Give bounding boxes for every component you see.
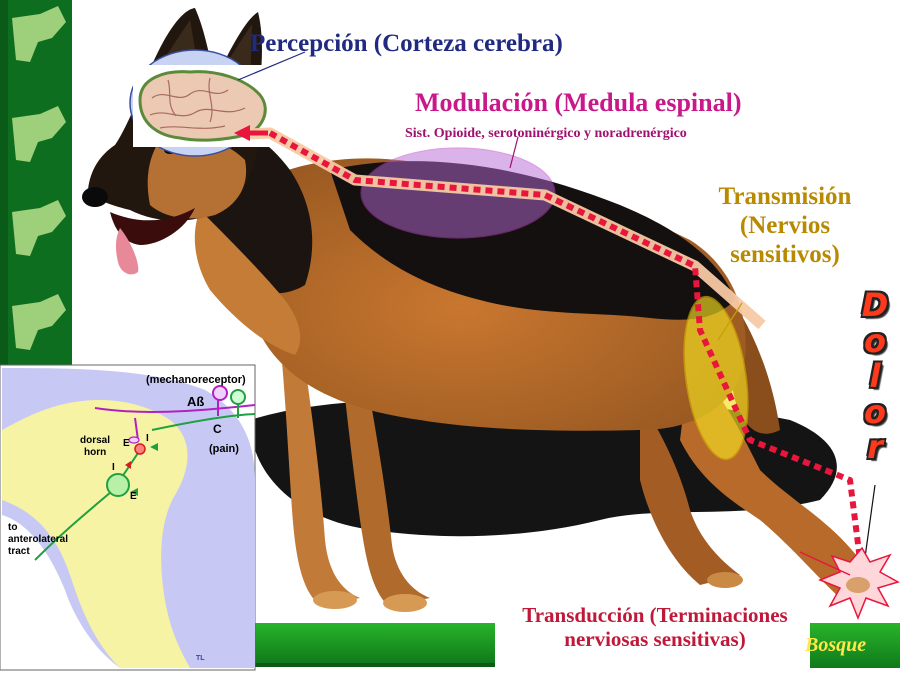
transduction-starburst	[817, 546, 900, 621]
dolor-letter: r	[867, 428, 883, 466]
transduccion-line-2: nerviosas sensitivas)	[564, 627, 746, 652]
inset-horn-label: horn	[84, 447, 106, 458]
inset-pain-label: (pain)	[209, 443, 239, 455]
modulacion-subtitle: Sist. Opioide, serotoninérgico y noradre…	[405, 126, 687, 141]
modulacion-label: Modulación (Medula espinal)	[415, 88, 742, 117]
transmision-label: Transmisión (Nervios sensitivos)	[700, 183, 870, 269]
modulacion-pointer	[509, 136, 519, 169]
dolor-letter: o	[864, 392, 886, 431]
transmision-pointer	[717, 302, 743, 341]
grass-strip-right	[810, 623, 900, 668]
dolor-letter: D	[861, 286, 889, 324]
grass-strip-left	[255, 623, 495, 663]
inset-e-top-label: E	[123, 438, 130, 449]
inset-e-bottom-label: E	[130, 491, 137, 502]
transmision-line-1: Transmisión	[718, 183, 852, 210]
transduccion-line-1: Transducción (Terminaciones	[522, 603, 788, 627]
percepcion-pointer	[237, 51, 306, 81]
inset-dorsal-label: dorsal	[80, 435, 110, 446]
inset-mechanoreceptor-label: (mechanoreceptor)	[146, 374, 246, 386]
transduction-pointer	[799, 551, 851, 576]
inset-anterolateral-label: anterolateral	[8, 534, 68, 545]
transmision-line-2: (Nervios	[739, 211, 831, 239]
percepcion-label: Percepción (Corteza cerebra)	[250, 30, 563, 57]
bosque-caption: Bosque	[805, 634, 867, 656]
transmision-line-3: sensitivos)	[730, 240, 840, 268]
pathway-arrowhead	[234, 125, 250, 141]
dolor-vertical-word: D o l o r	[853, 286, 897, 466]
inset-abeta-label: Aß	[187, 394, 204, 409]
inset-tract-label: tract	[8, 546, 30, 557]
brain-cortex-illustration	[129, 49, 273, 157]
transduccion-label: Transducción (Terminaciones nerviosas se…	[495, 603, 815, 651]
dorsal-horn-inset: (mechanoreceptor) Aß C (pain) dorsal hor…	[0, 364, 256, 671]
sensory-nerve-highlight	[683, 295, 749, 461]
dolor-letter: o	[864, 321, 886, 360]
inset-i-top-label: I	[146, 433, 149, 444]
inset-c-label: C	[213, 422, 222, 436]
inset-to-label: to	[8, 522, 17, 533]
left-decor-bar	[0, 0, 72, 368]
dog-figure	[82, 8, 880, 612]
inset-tl-label: TL	[196, 655, 205, 662]
pain-pathway-dashed	[268, 130, 863, 590]
inset-i-mid-label: I	[112, 462, 115, 473]
dolor-letter: l	[869, 357, 881, 395]
